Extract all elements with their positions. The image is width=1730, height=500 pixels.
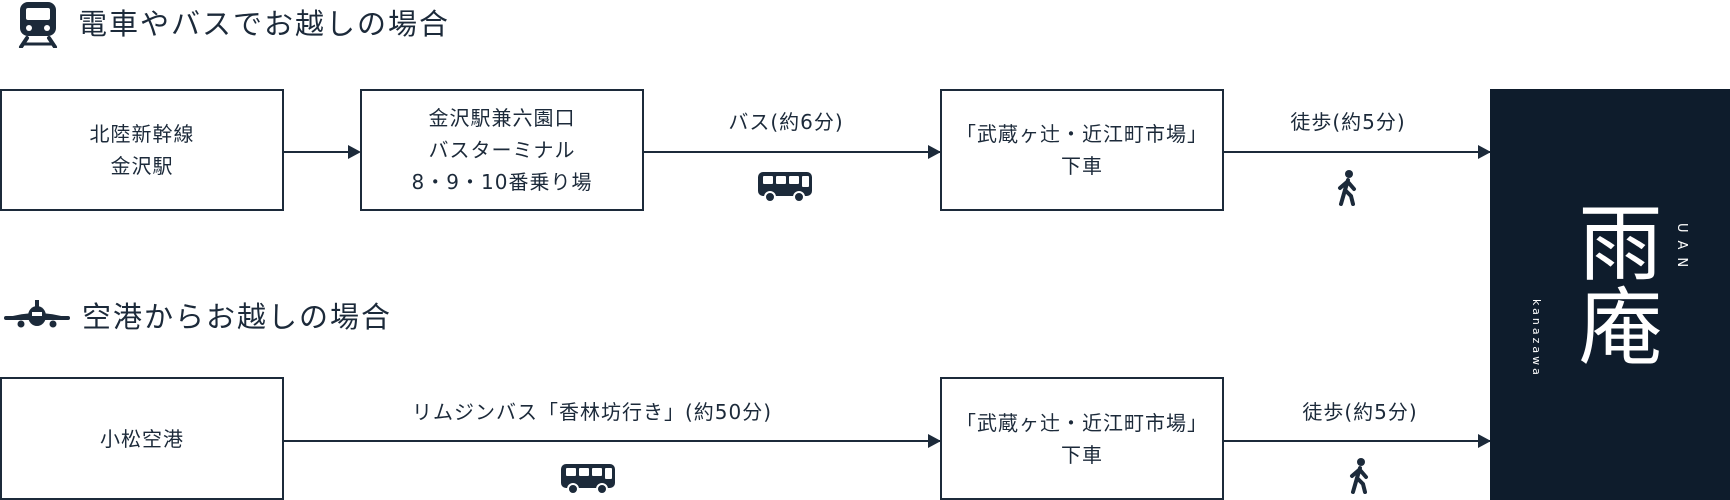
destination-romaji: UAN [1674, 223, 1689, 276]
bus-icon [560, 462, 616, 496]
leg-label-bus: バス(約6分) [728, 110, 844, 134]
destination-panel: 雨庵 UAN kanazawa [1490, 89, 1730, 500]
box-line: 金沢駅 [110, 154, 174, 178]
connector-line [1224, 151, 1490, 153]
arrow-head [348, 145, 361, 159]
bus-icon [757, 170, 813, 204]
connector-line [284, 440, 940, 442]
box-hokuriku-shinkansen: 北陸新幹線 金沢駅 [0, 89, 284, 211]
box-musashigatsuji-stop-airport: 「武蔵ヶ辻・近江町市場」 下車 [940, 377, 1224, 500]
box-line: 小松空港 [100, 426, 184, 451]
train-icon [17, 0, 59, 49]
box-line: 「武蔵ヶ辻・近江町市場」 [956, 122, 1208, 146]
arrow-head [928, 434, 941, 448]
leg-label-walk-airport: 徒歩(約5分) [1302, 400, 1418, 424]
airplane-icon [2, 298, 72, 332]
box-line: 北陸新幹線 [89, 122, 195, 146]
box-line: 金沢駅兼六園口 [428, 106, 576, 130]
destination-city: kanazawa [1530, 299, 1543, 378]
connector-line [284, 151, 348, 153]
connector-line [1224, 440, 1490, 442]
arrow-head [1478, 145, 1491, 159]
box-musashigatsuji-stop: 「武蔵ヶ辻・近江町市場」 下車 [940, 89, 1224, 211]
box-line: バスターミナル [428, 138, 576, 162]
arrow-head [928, 145, 941, 159]
box-komatsu-airport: 小松空港 [0, 377, 284, 500]
connector-line [644, 151, 940, 153]
airport-section-title: 空港からお越しの場合 [82, 300, 393, 334]
arrow-head [1478, 434, 1491, 448]
box-line: 8・9・10番乗り場 [411, 170, 593, 194]
leg-label-walk: 徒歩(約5分) [1290, 110, 1406, 134]
leg-label-limousine-bus: リムジンバス「香林坊行き」(約50分) [411, 400, 773, 424]
walking-person-icon [1336, 170, 1360, 206]
box-bus-terminal: 金沢駅兼六園口 バスターミナル 8・9・10番乗り場 [360, 89, 644, 211]
box-line: 下車 [1061, 154, 1103, 178]
train-section-title: 電車やバスでお越しの場合 [78, 7, 451, 41]
walking-person-icon [1348, 458, 1372, 494]
box-line: 「武蔵ヶ辻・近江町市場」 [956, 410, 1208, 435]
box-line: 下車 [1061, 442, 1103, 467]
destination-logo: 雨庵 [1565, 199, 1663, 367]
